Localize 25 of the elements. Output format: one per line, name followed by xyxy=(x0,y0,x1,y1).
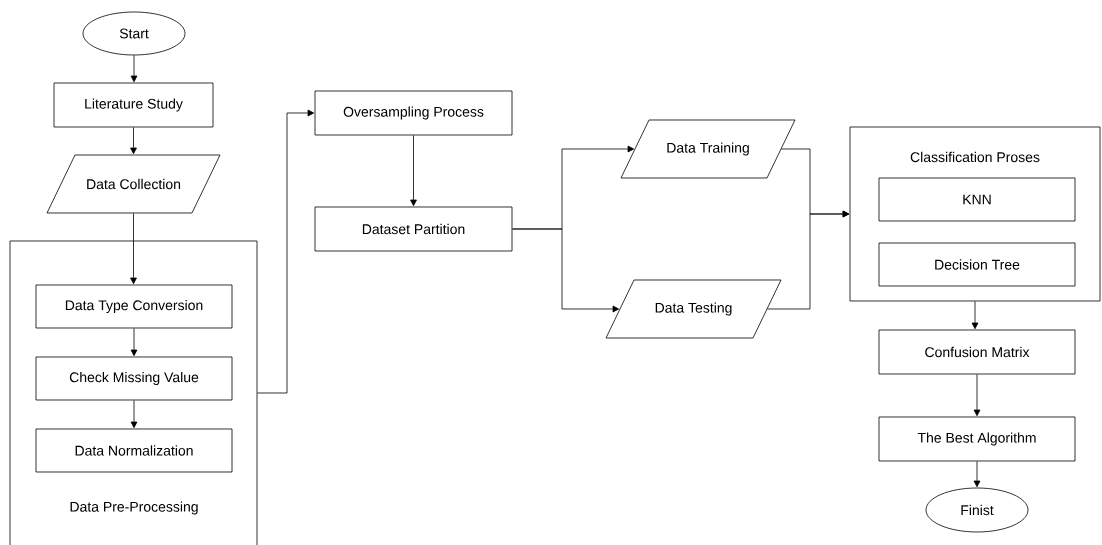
process-box: Oversampling Process xyxy=(314,90,513,136)
process-box: KNN xyxy=(878,177,1076,222)
data-parallelogram: Data Collection xyxy=(46,154,221,214)
process-box: Check Missing Value xyxy=(35,356,233,401)
process-box: Data Normalization xyxy=(35,428,233,473)
process-box: Data Type Conversion xyxy=(35,284,233,329)
arrow xyxy=(973,461,981,488)
data-parallelogram: Data Testing xyxy=(605,279,782,339)
process-box: Decision Tree xyxy=(878,242,1076,287)
process-box: Dataset Partition xyxy=(314,206,513,252)
arrow xyxy=(512,228,620,313)
arrow xyxy=(767,210,850,310)
arrow xyxy=(973,374,981,417)
arrow xyxy=(130,55,138,83)
arrow xyxy=(130,127,137,155)
arrow xyxy=(130,400,138,429)
arrow xyxy=(130,213,137,285)
process-box: Literature Study xyxy=(53,82,214,128)
process-box: Confusion Matrix xyxy=(878,329,1076,375)
arrow xyxy=(971,301,979,330)
arrow xyxy=(130,328,138,357)
arrow xyxy=(257,109,315,394)
data-parallelogram: Data Training xyxy=(620,119,796,179)
arrow xyxy=(410,135,417,207)
process-box: The Best Algorithm xyxy=(878,416,1076,462)
